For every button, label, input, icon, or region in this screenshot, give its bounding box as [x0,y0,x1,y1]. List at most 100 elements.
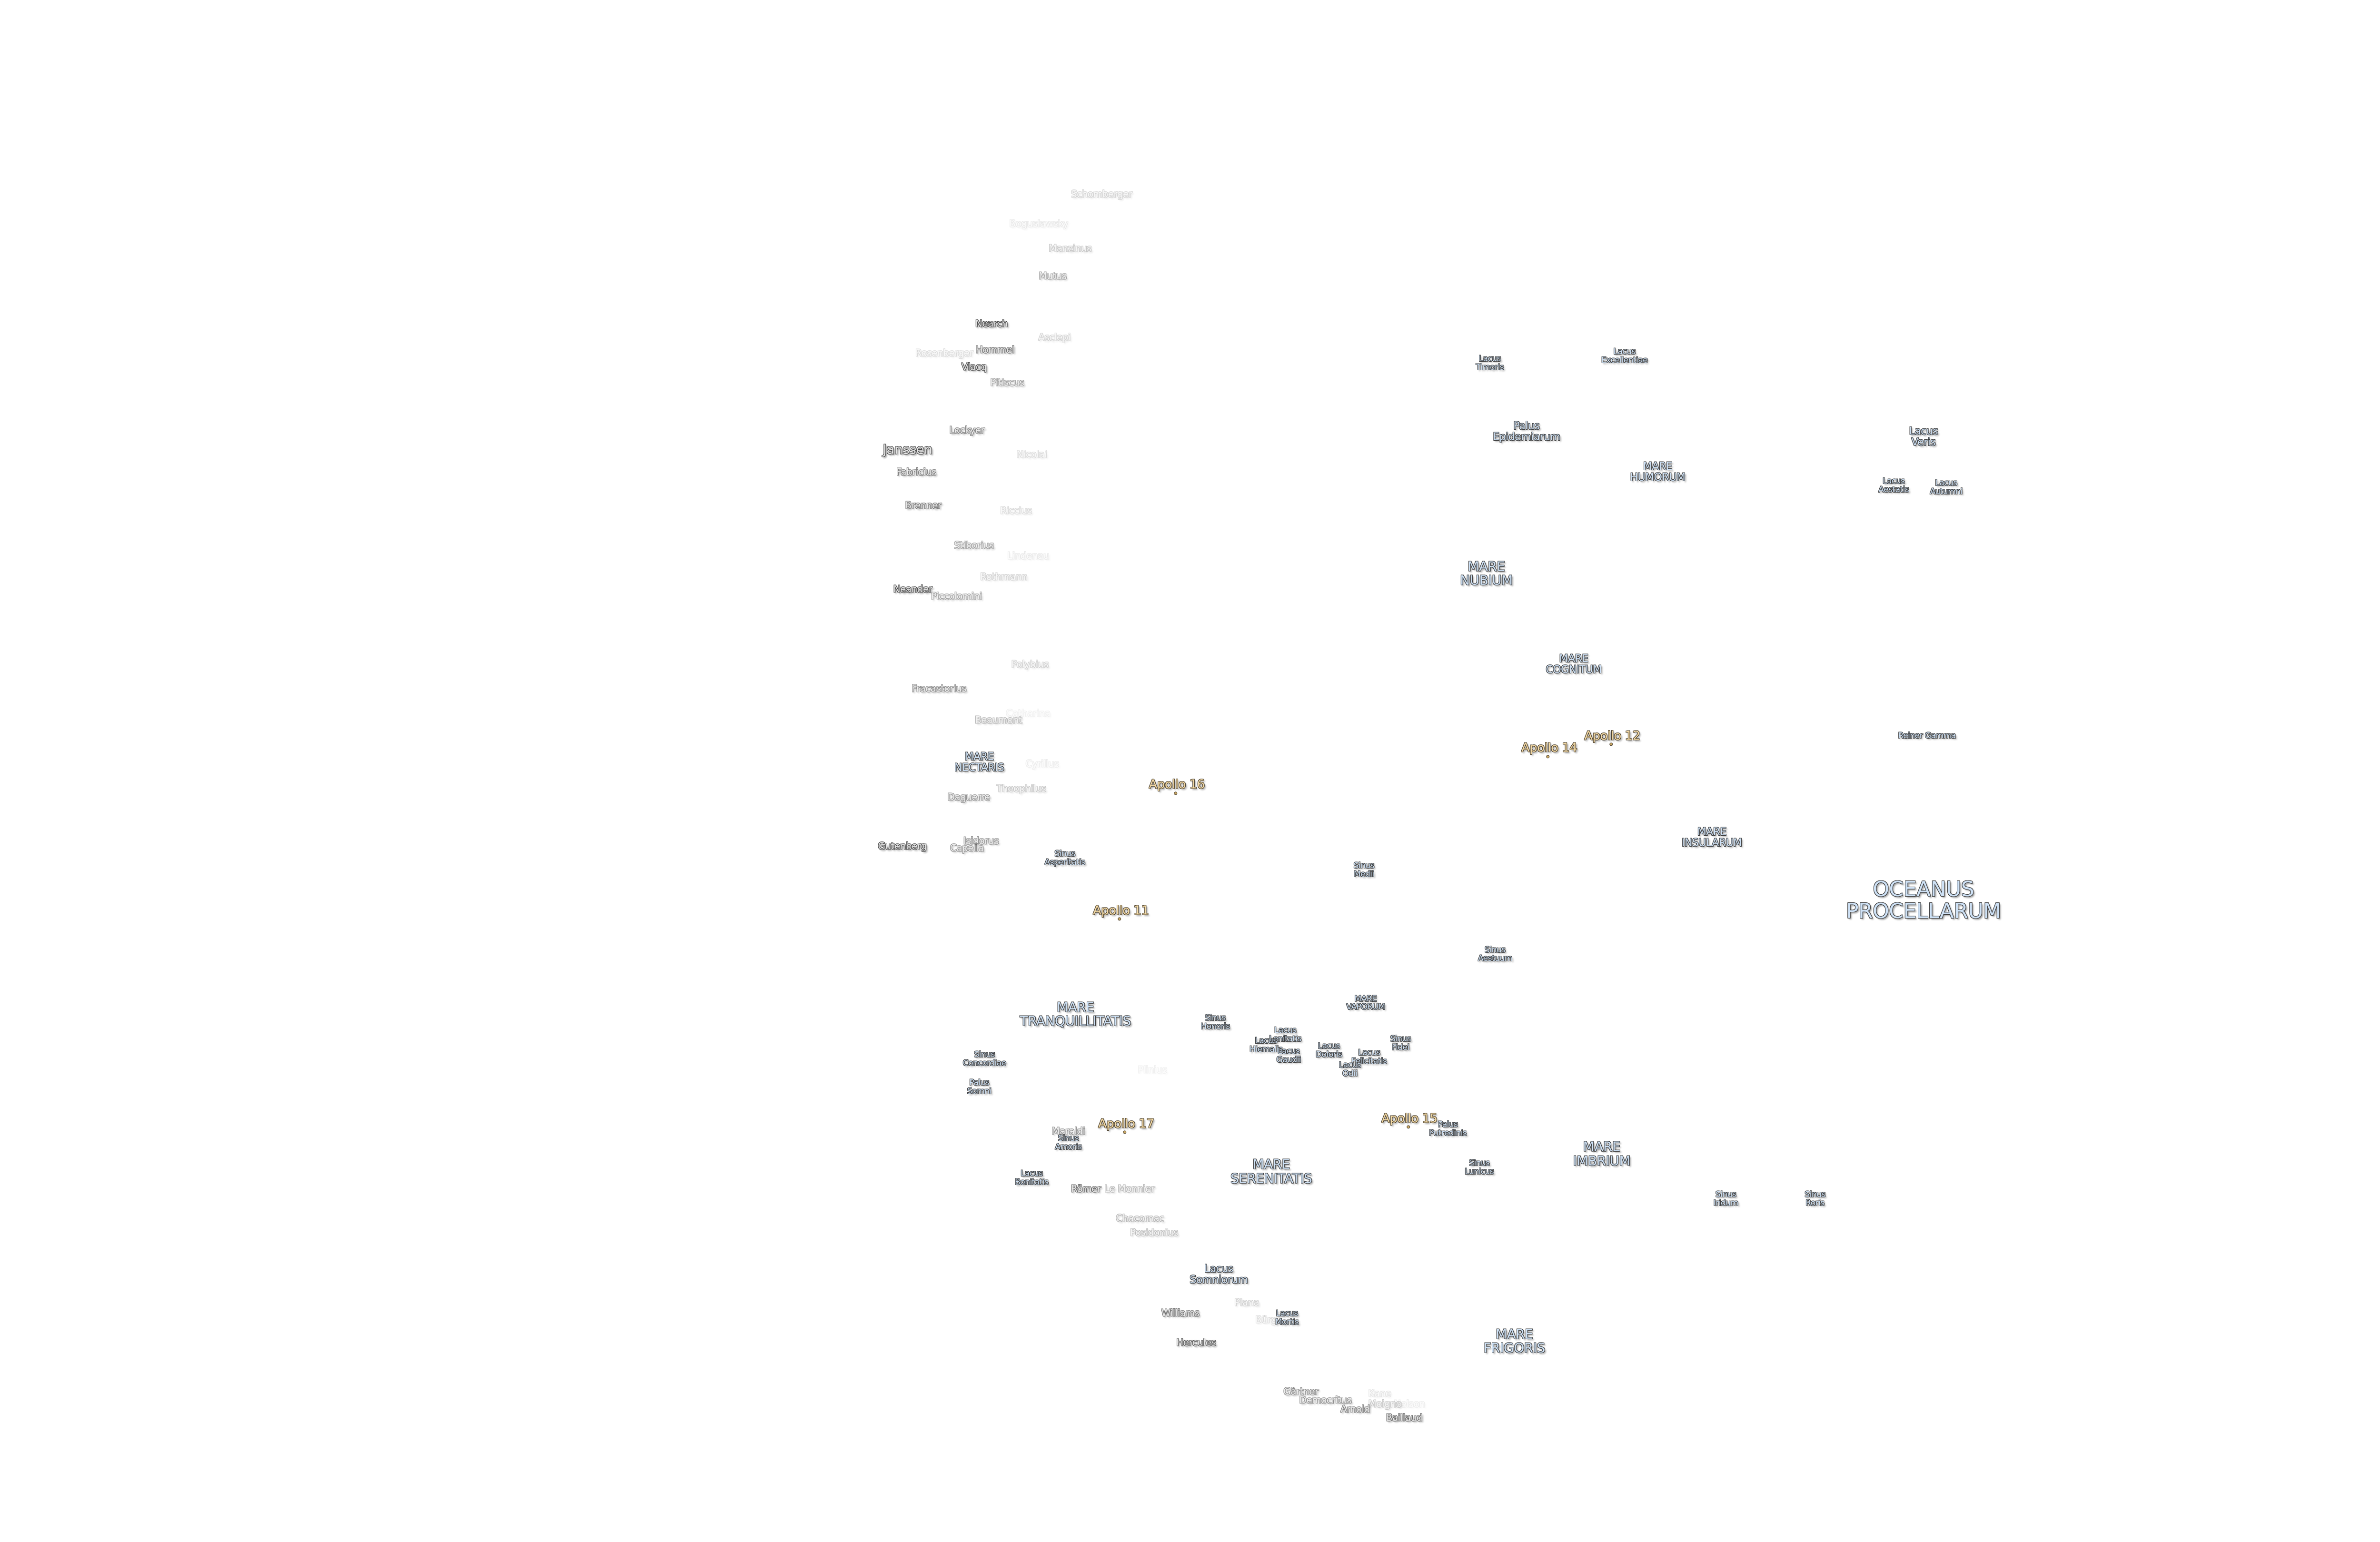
crater-label-kane[interactable]: Kane [1368,1388,1391,1398]
apollo-site-label-apollo-12[interactable]: Apollo 12 [1584,729,1640,746]
apollo-site-label-apollo-11[interactable]: Apollo 11 [1093,904,1149,921]
crater-label-fracastorius[interactable]: Fracastorius [912,683,967,694]
crater-label-baillaud[interactable]: Baillaud [1386,1413,1423,1423]
label-text: Fidei [1392,1043,1409,1053]
crater-label-le-monnier[interactable]: Le Monnier [1104,1184,1155,1194]
crater-label-manzinus[interactable]: Manzinus [1049,243,1092,253]
crater-label-moigno[interactable]: Moigno [1368,1399,1402,1409]
crater-label-catharina[interactable]: Catharina [1006,707,1051,719]
crater-label-williams[interactable]: Williams [1161,1308,1200,1318]
crater-label-polybius[interactable]: Polybius [1012,659,1049,669]
crater-label-theophilus[interactable]: Theophilus [996,783,1046,793]
crater-label-piccolomini[interactable]: Piccolomini [931,591,982,601]
label-text: COGNITUM [1546,663,1602,676]
crater-label-arnold[interactable]: Arnold [1340,1404,1370,1414]
crater-label-neander[interactable]: Neander [893,584,932,594]
crater-label-cyrillus[interactable]: Cyrillus [1025,759,1059,769]
crater-label-plinius[interactable]: Plinius [1138,1065,1167,1075]
crater-label-riccius[interactable]: Riccius [1000,505,1032,515]
crater-label-lindenau[interactable]: Lindenau [1007,551,1049,561]
crater-label-asclepi[interactable]: Asclepi [1038,332,1071,342]
crater-label-isidorus[interactable]: Isidorus [963,836,999,846]
crater-label-lockyer[interactable]: Lockyer [950,425,985,435]
crater-label-rothmann[interactable]: Rothmann [980,572,1027,582]
crater-label-boguslawsky[interactable]: Boguslawsky [1009,218,1068,229]
crater-label-nicolai[interactable]: Nicolai [1017,449,1047,460]
crater-label-daguerre[interactable]: Daguerre [947,792,990,802]
apollo-site-label-apollo-17[interactable]: Apollo 17 [1098,1117,1154,1134]
apollo-site-label-apollo-14[interactable]: Apollo 14 [1521,741,1577,758]
crater-label-hercules[interactable]: Hercules [1176,1337,1216,1348]
label-text: Lacus [1935,478,1957,488]
crater-label-pitiscus[interactable]: Pitiscus [990,377,1024,388]
crater-label-stiborius[interactable]: Stiborius [954,540,994,551]
crater-label-nearch[interactable]: Nearch [975,318,1008,328]
crater-label-hommel[interactable]: Hommel [976,345,1015,355]
crater-label-schomberger[interactable]: Schomberger [1071,189,1132,199]
crater-label-democritus[interactable]: Democritus [1299,1395,1352,1405]
crater-label-capella[interactable]: Capella [950,843,984,853]
label-text: Catharina [1006,707,1051,719]
crater-label-gutenberg[interactable]: Gutenberg [878,841,927,851]
crater-label-posidonius[interactable]: Posidonius [1130,1227,1178,1237]
crater-label-fabricius[interactable]: Fabricius [896,467,936,477]
crater-label-vlacq[interactable]: Vlacq [962,362,987,372]
apollo-site-label-apollo-16[interactable]: Apollo 16 [1149,778,1205,795]
crater-label-brenner[interactable]: Brenner [905,500,942,510]
crater-label-plana[interactable]: Plana [1234,1297,1259,1307]
crater-label-janssen[interactable]: Janssen [883,442,932,456]
crater-label-römer[interactable]: Römer [1071,1184,1101,1194]
apollo-site-label-apollo-15[interactable]: Apollo 15 [1381,1112,1438,1129]
crater-label-maraldi[interactable]: Maraldi [1051,1126,1085,1136]
crater-label-beaumont[interactable]: Beaumont [975,715,1022,725]
crater-label-rosenberger[interactable]: Rosenberger [915,348,973,358]
crater-label-chacornac[interactable]: Chacornac [1116,1213,1164,1224]
label-text: Lacus [1358,1048,1380,1058]
crater-label-gärtner[interactable]: Gärtner [1283,1386,1319,1397]
crater-label-nelson[interactable]: Nelson [1394,1399,1425,1409]
crater-label-mutus[interactable]: Mutus [1039,271,1067,281]
label-text: MARE [1354,994,1377,1004]
mare-label-reiner-gamma[interactable]: Reiner Gamma [1898,731,1956,741]
crater-label-bürg[interactable]: Bürg [1255,1315,1277,1325]
